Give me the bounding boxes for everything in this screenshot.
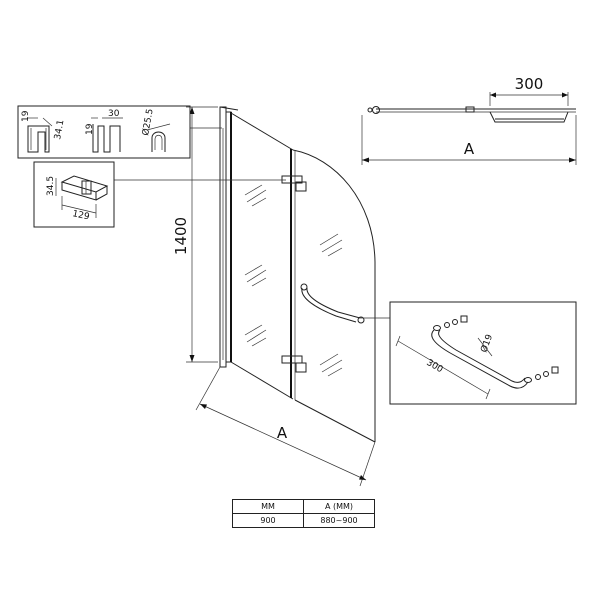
main-view: 1400 A [172, 106, 376, 487]
profile-dim-1: 19 [21, 110, 31, 122]
profile-dim-4: 30 [108, 109, 120, 119]
top-view: 300 A [361, 75, 577, 165]
width-dimension: A [277, 424, 288, 442]
top-overall-dimension: A [464, 140, 475, 158]
spec-table-row: 900 880~900 [232, 513, 375, 528]
spec-table-header: A (MM) [303, 499, 375, 514]
handle-detail: 300 Ø19 [389, 301, 577, 405]
spec-table-cell: 900 [232, 513, 304, 528]
height-dimension: 1400 [172, 217, 190, 255]
spec-table-cell: 880~900 [303, 513, 375, 528]
hinge-dim-width: 129 [71, 209, 90, 222]
spec-table-header-row: MM A (MM) [232, 499, 375, 514]
handle-diameter-dimension: Ø19 [478, 333, 495, 354]
handle-length-dimension: 300 [425, 358, 445, 375]
top-width-dimension: 300 [515, 75, 544, 93]
profile-dim-2: 34.1 [53, 119, 66, 140]
spec-table: MM A (MM) 900 880~900 [232, 499, 375, 528]
profile-dim-3: 19 [85, 123, 95, 135]
hinge-dim-height: 34.5 [46, 176, 56, 196]
hinge-detail: 34.5 129 [33, 161, 115, 228]
profile-dim-5: Ø25.5 [140, 108, 156, 137]
profile-detail: 19 34.1 19 30 Ø25.5 [17, 105, 191, 159]
spec-table-header: MM [232, 499, 304, 514]
